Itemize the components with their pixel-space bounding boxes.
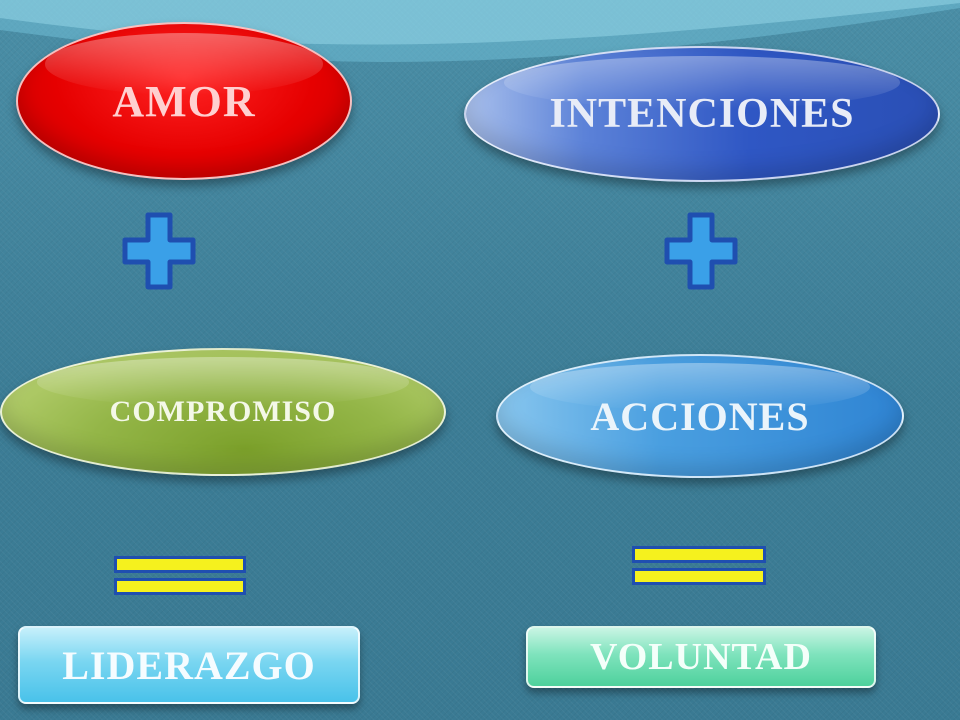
equals-bar-top bbox=[632, 546, 766, 563]
equals-icon bbox=[632, 546, 766, 586]
amor-label: AMOR bbox=[112, 76, 256, 126]
equals-bar-bottom bbox=[632, 568, 766, 585]
acciones-label: ACCIONES bbox=[590, 393, 810, 439]
plus-icon bbox=[664, 212, 738, 290]
equals-icon bbox=[114, 556, 246, 596]
voluntad-label: VOLUNTAD bbox=[590, 636, 812, 678]
intenciones-label: INTENCIONES bbox=[549, 91, 855, 137]
plus-icon bbox=[122, 212, 196, 290]
intenciones-oval: INTENCIONES bbox=[464, 46, 940, 182]
compromiso-oval: COMPROMISO bbox=[0, 348, 446, 476]
liderazgo-label: LIDERAZGO bbox=[62, 642, 316, 688]
amor-oval: AMOR bbox=[16, 22, 352, 180]
equals-bar-top bbox=[114, 556, 246, 573]
compromiso-label: COMPROMISO bbox=[109, 395, 337, 428]
equals-bar-bottom bbox=[114, 578, 246, 595]
voluntad-box: VOLUNTAD bbox=[526, 626, 876, 688]
liderazgo-box: LIDERAZGO bbox=[18, 626, 360, 704]
acciones-oval: ACCIONES bbox=[496, 354, 904, 478]
